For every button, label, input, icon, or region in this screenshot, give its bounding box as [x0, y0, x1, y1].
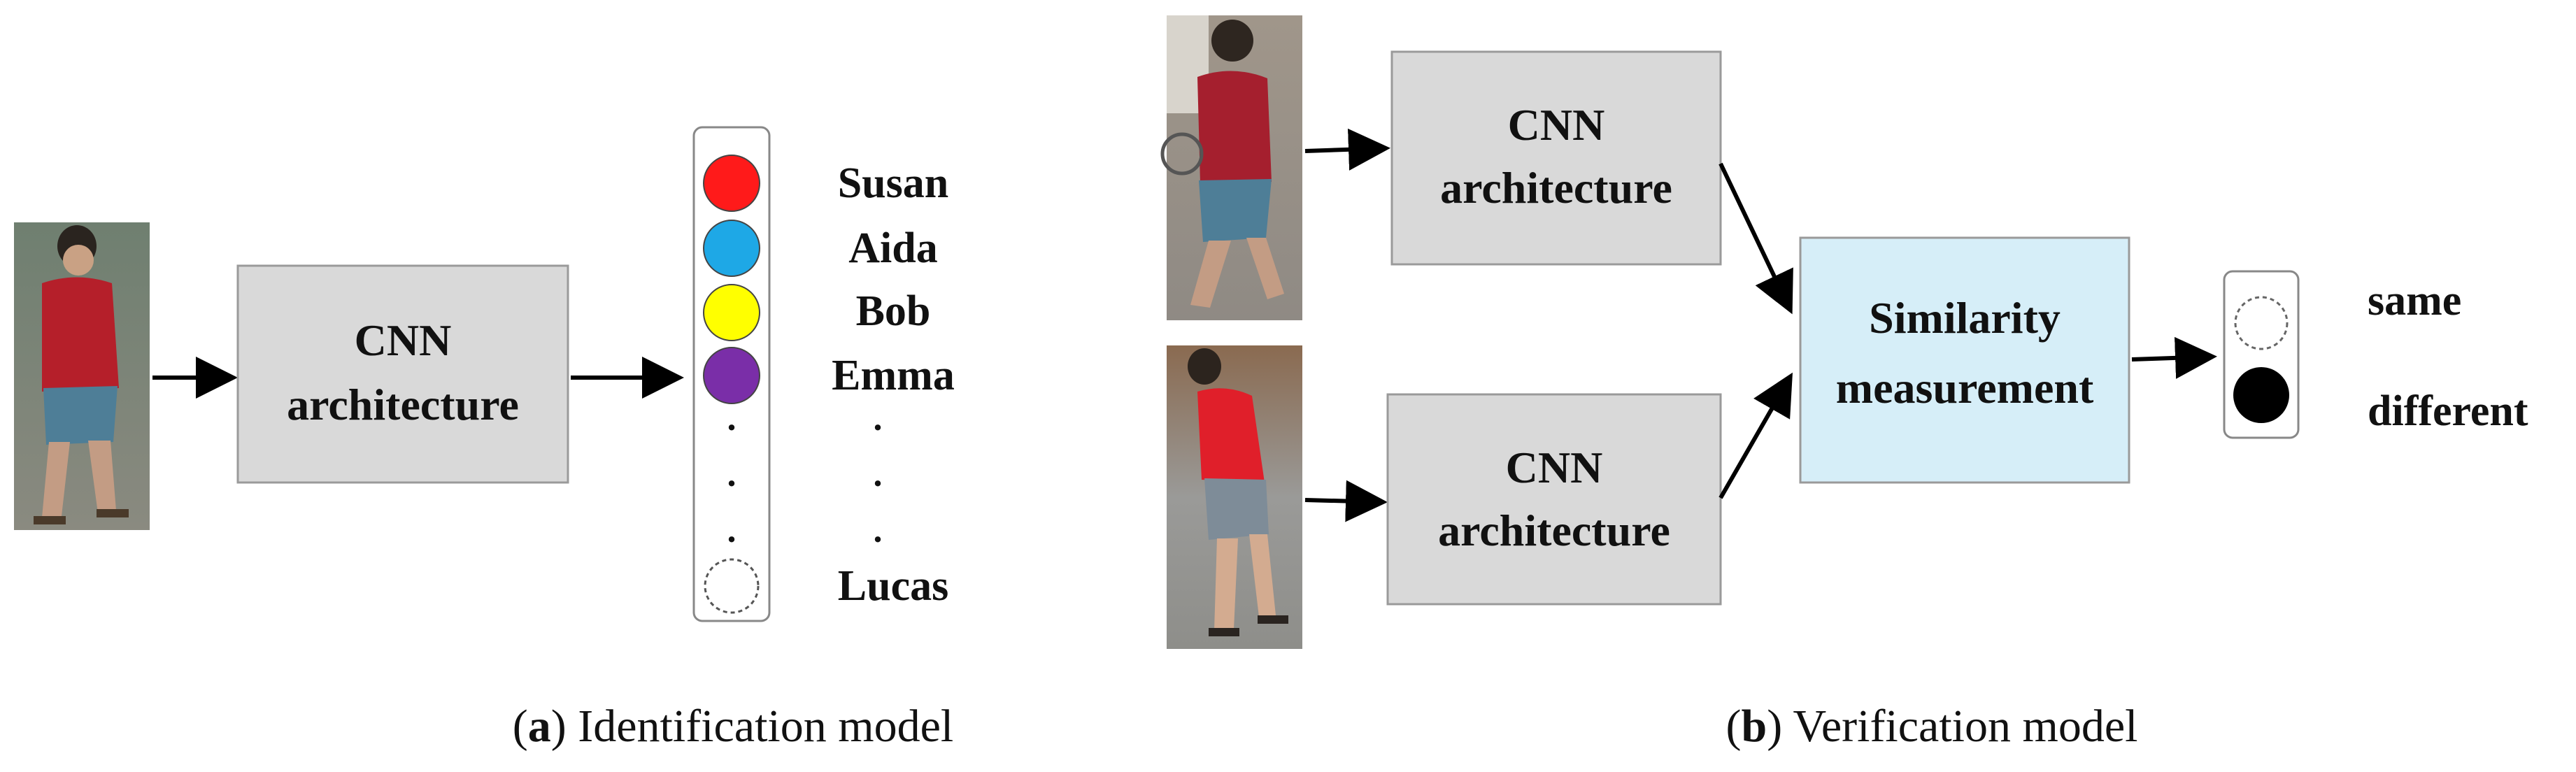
similarity-box: Similarity measurement: [1799, 236, 2130, 484]
arrow-photo-bottom-to-cnn: [1304, 480, 1388, 522]
ellipsis-dot: .: [874, 399, 883, 438]
cnn-box-bottom-line2: architecture: [1438, 506, 1670, 555]
ellipsis-dot: .: [727, 455, 736, 494]
output-label-different: different: [2368, 387, 2528, 435]
output-dot-emma: [703, 347, 760, 404]
caption-a-letter: a: [528, 701, 551, 752]
similarity-line1: Similarity: [1869, 293, 2061, 343]
arrow-cnn-bottom-to-similarity: [1718, 372, 1793, 499]
output-name-aida: Aida: [848, 224, 937, 272]
output-name-susan: Susan: [838, 159, 949, 207]
output-vector-identification: . . .: [692, 126, 771, 622]
output-label-same: same: [2368, 277, 2461, 324]
ellipsis-dot: .: [727, 510, 736, 550]
output-dot-bob: [703, 284, 760, 341]
output-dot-aida: [703, 220, 760, 277]
person-photo-verification-top: [1160, 15, 1302, 320]
similarity-line2: measurement: [1836, 363, 2094, 413]
cnn-box-bottom-line1: CNN: [1506, 443, 1603, 492]
output-dot-lucas: [704, 558, 760, 614]
arrow-cnn-top-to-similarity: [1718, 162, 1793, 315]
ellipsis-dot: .: [874, 510, 883, 550]
ellipsis-dot: .: [727, 399, 736, 438]
output-name-lucas: Lucas: [838, 562, 948, 610]
output-dot-different: [2233, 367, 2289, 423]
caption-a-text: Identification model: [578, 701, 953, 752]
caption-b-letter: b: [1741, 701, 1767, 752]
arrow-photo-top-to-cnn: [1304, 128, 1390, 171]
output-name-emma: Emma: [832, 352, 955, 399]
person-photo-identification: [14, 222, 150, 530]
cnn-box-top-line1: CNN: [1508, 100, 1605, 150]
cnn-box-top-line2: architecture: [1440, 163, 1672, 213]
person-photo-verification-bottom: [1167, 345, 1302, 649]
cnn-box-a-line1: CNN: [355, 315, 452, 365]
ellipsis-dot: .: [874, 455, 883, 494]
output-dot-same: [2234, 296, 2289, 350]
cnn-box-identification: CNN architecture: [236, 264, 569, 484]
output-dot-susan: [703, 155, 760, 212]
arrow-similarity-to-output: [2131, 336, 2217, 379]
caption-verification: (b) Verification model: [1725, 701, 2137, 752]
output-name-bob: Bob: [856, 287, 931, 335]
cnn-box-a-line2: architecture: [287, 380, 519, 429]
output-vector-verification: [2223, 270, 2300, 439]
cnn-box-verification-top: CNN architecture: [1390, 50, 1722, 266]
caption-identification: (a) Identification model: [513, 701, 953, 752]
cnn-box-verification-bottom: CNN architecture: [1386, 393, 1722, 606]
caption-b-text: Verification model: [1793, 701, 2137, 752]
